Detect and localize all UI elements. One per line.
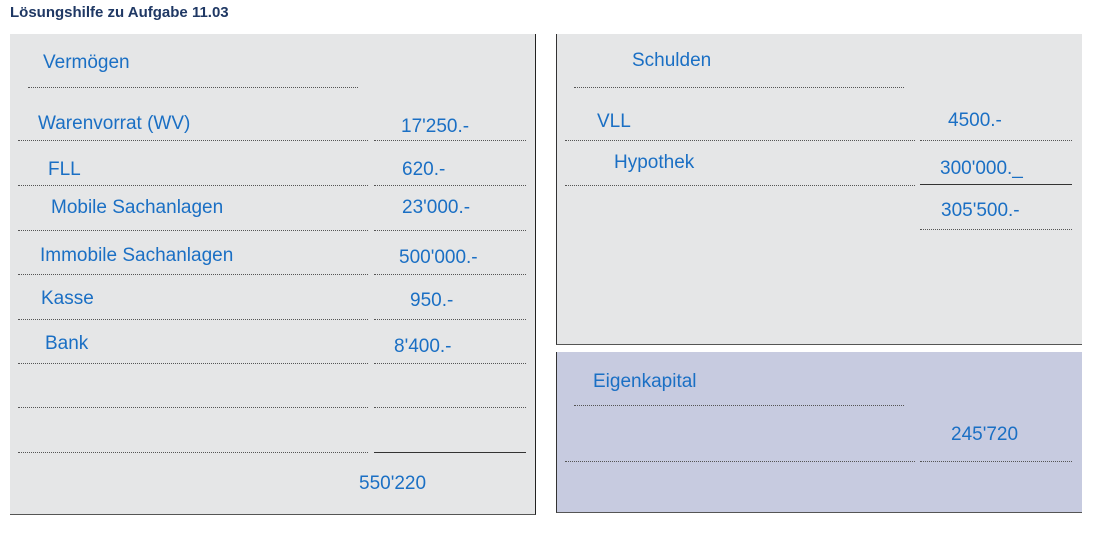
divider [374, 407, 526, 408]
liability-label-hypothek: Hypothek [614, 152, 695, 173]
asset-value-warenvorrat: 17'250.- [401, 116, 470, 137]
liabilities-subtotal: 305'500.- [941, 200, 1020, 221]
divider [565, 140, 915, 141]
asset-label-mobile: Mobile Sachanlagen [51, 197, 224, 218]
divider [374, 140, 526, 141]
sum-line [374, 452, 526, 453]
equity-title: Eigenkapital [593, 371, 697, 392]
divider [18, 274, 368, 275]
divider [374, 274, 526, 275]
page-title: Lösungshilfe zu Aufgabe 11.03 [10, 4, 229, 21]
assets-total: 550'220 [359, 473, 427, 494]
asset-value-immobile: 500'000.- [399, 247, 478, 268]
asset-value-bank: 8'400.- [394, 336, 452, 357]
liability-label-vll: VLL [597, 111, 631, 132]
asset-label-kasse: Kasse [41, 288, 94, 309]
asset-label-fll: FLL [48, 159, 81, 180]
divider [18, 452, 368, 453]
divider [374, 230, 526, 231]
equity-value: 245'720 [951, 424, 1019, 445]
liability-value-hypothek: 300'000._ [940, 158, 1023, 179]
divider [18, 230, 368, 231]
asset-value-mobile: 23'000.- [402, 197, 471, 218]
divider [565, 461, 915, 462]
divider [574, 405, 904, 406]
divider [920, 229, 1072, 230]
divider [18, 407, 368, 408]
asset-label-immobile: Immobile Sachanlagen [40, 245, 234, 266]
divider [18, 185, 368, 186]
divider [18, 319, 368, 320]
equity-panel [556, 352, 1082, 513]
divider [28, 87, 358, 88]
liabilities-title: Schulden [632, 50, 712, 71]
divider [574, 87, 904, 88]
liabilities-panel [556, 34, 1082, 345]
sum-line [920, 184, 1072, 185]
divider [920, 140, 1072, 141]
divider [374, 185, 526, 186]
asset-value-fll: 620.- [402, 159, 446, 180]
divider [374, 363, 526, 364]
divider [565, 185, 915, 186]
divider [920, 461, 1072, 462]
asset-value-kasse: 950.- [410, 290, 454, 311]
assets-title: Vermögen [43, 52, 130, 73]
asset-label-bank: Bank [45, 333, 89, 354]
divider [18, 363, 368, 364]
liability-value-vll: 4500.- [948, 110, 1002, 131]
divider [18, 140, 368, 141]
divider [374, 319, 526, 320]
asset-label-warenvorrat: Warenvorrat (WV) [38, 113, 191, 134]
